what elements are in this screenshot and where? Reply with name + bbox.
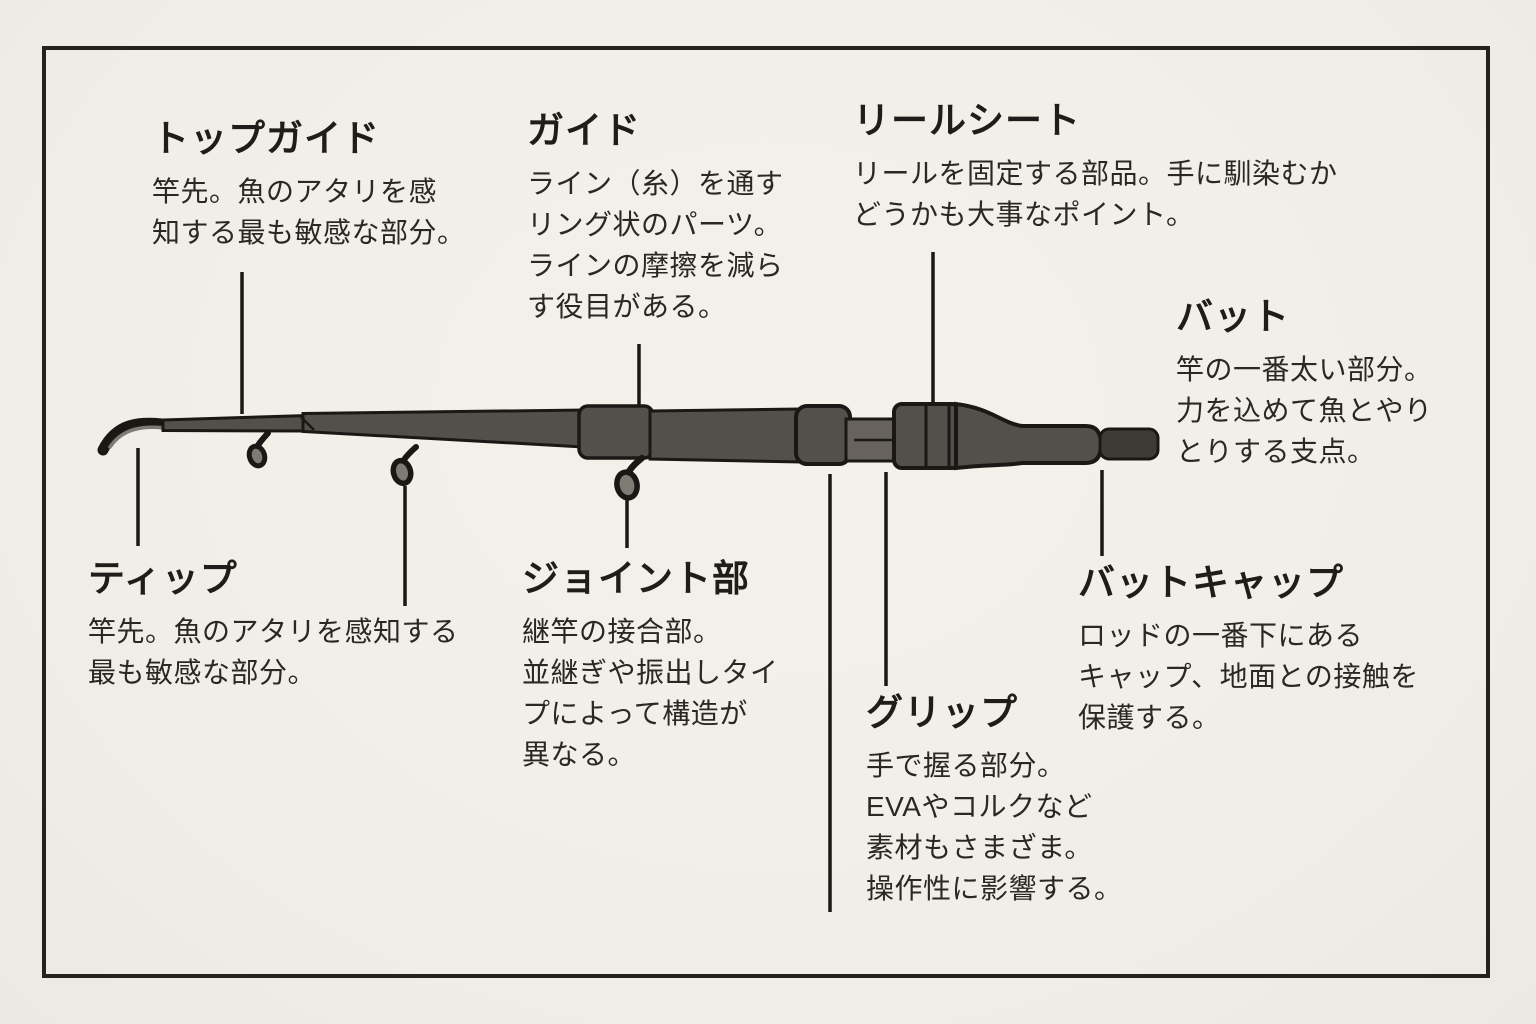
- grip-title: グリップ: [866, 692, 1018, 733]
- joint-title: ジョイント部: [522, 558, 750, 599]
- rod-tip-section: [161, 413, 309, 433]
- top-guide-description: 竿先。魚のアタリを感 知する最も敏感な部分。: [152, 175, 466, 248]
- rear-grip: [954, 401, 1104, 471]
- label-guide: ガイド ライン（糸）を通す リング状のパーツ。 ラインの摩擦を減ら す役目がある…: [527, 110, 784, 327]
- ring-guide-3: [614, 454, 646, 501]
- label-butt: バット 竿の一番太い部分。 力を込めて魚とやり とりする支点。: [1176, 296, 1433, 472]
- label-reel-seat: リールシート リールを固定する部品。手に馴染むか どうかも大事なポイント。: [853, 100, 1338, 235]
- butt-description: 竿の一番太い部分。 力を込めて魚とやり とりする支点。: [1176, 353, 1433, 467]
- top-guide-title: トップガイド: [152, 118, 380, 159]
- leader-lines: [136, 252, 1104, 912]
- foregrip-block: [794, 404, 852, 466]
- reel-seat-title: リールシート: [853, 100, 1081, 141]
- rod-ferrule: [577, 404, 655, 460]
- butt-cap-title: バットキャップ: [1078, 562, 1344, 603]
- label-grip: グリップ 手で握る部分。 EVAやコルクなど 素材もさまざま。 操作性に影響する…: [866, 692, 1123, 909]
- butt-title: バット: [1176, 296, 1290, 337]
- tip-description: 竿先。魚のアタリを感知する 最も敏感な部分。: [88, 615, 459, 688]
- ring-guide-1: [246, 430, 271, 469]
- grip-description: 手で握る部分。 EVAやコルクなど 素材もさまざま。 操作性に影響する。: [866, 749, 1123, 904]
- ring-guide-2: [390, 444, 419, 487]
- tip-title: ティップ: [88, 558, 238, 599]
- label-joint: ジョイント部 継竿の接合部。 並継ぎや振出しタイ プによって構造が 異なる。: [522, 558, 779, 775]
- guide-title: ガイド: [527, 110, 641, 151]
- rod-mid-section: [301, 408, 586, 449]
- label-butt-cap: バットキャップ ロッドの一番下にある キャップ、地面との接触を 保護する。: [1078, 562, 1419, 738]
- rod-segment-joint-line: [300, 416, 315, 431]
- label-tip: ティップ 竿先。魚のアタリを感知する 最も敏感な部分。: [88, 558, 459, 693]
- joint-description: 継竿の接合部。 並継ぎや振出しタイ プによって構造が 異なる。: [522, 615, 779, 770]
- rod-lower-section: [648, 407, 802, 464]
- butt-cap-description: ロッドの一番下にある キャップ、地面との接触を 保護する。: [1078, 619, 1419, 733]
- guide-description: ライン（糸）を通す リング状のパーツ。 ラインの摩擦を減ら す役目がある。: [527, 167, 784, 322]
- label-top-guide: トップガイド 竿先。魚のアタリを感 知する最も敏感な部分。: [152, 118, 466, 253]
- butt-cap-part: [1098, 427, 1160, 461]
- reel-seat-description: リールを固定する部品。手に馴染むか どうかも大事なポイント。: [853, 157, 1338, 230]
